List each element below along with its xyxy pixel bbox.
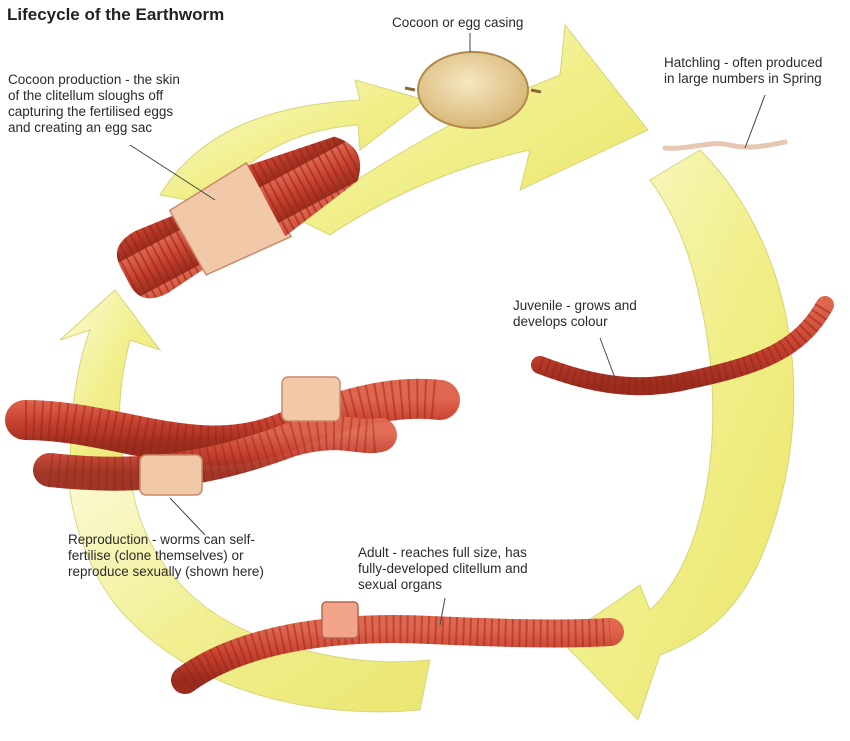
label-cocoon: Cocoon or egg casing bbox=[392, 15, 524, 30]
cocoon-egg bbox=[404, 51, 542, 129]
leader-lines bbox=[129, 33, 766, 626]
label-hatchling: Hatchling - often produced in large numb… bbox=[664, 55, 823, 86]
label-juvenile: Juvenile - grows and develops colour bbox=[513, 298, 637, 329]
adult-worm bbox=[171, 601, 624, 694]
hatchling-worm bbox=[662, 139, 788, 151]
cocoon-production-worm bbox=[117, 136, 361, 299]
juvenile-worm bbox=[531, 296, 834, 396]
label-cocoon-production: Cocoon production - the skin of the clit… bbox=[8, 72, 180, 135]
arrow-to-adult bbox=[559, 149, 795, 721]
label-adult: Adult - reaches full size, has fully-dev… bbox=[358, 545, 528, 592]
reproduction-worms bbox=[5, 376, 460, 496]
label-reproduction: Reproduction - worms can self- fertilise… bbox=[68, 532, 264, 579]
arrow-to-hatchling bbox=[299, 23, 649, 236]
page-title: Lifecycle of the Earthworm bbox=[7, 5, 225, 24]
